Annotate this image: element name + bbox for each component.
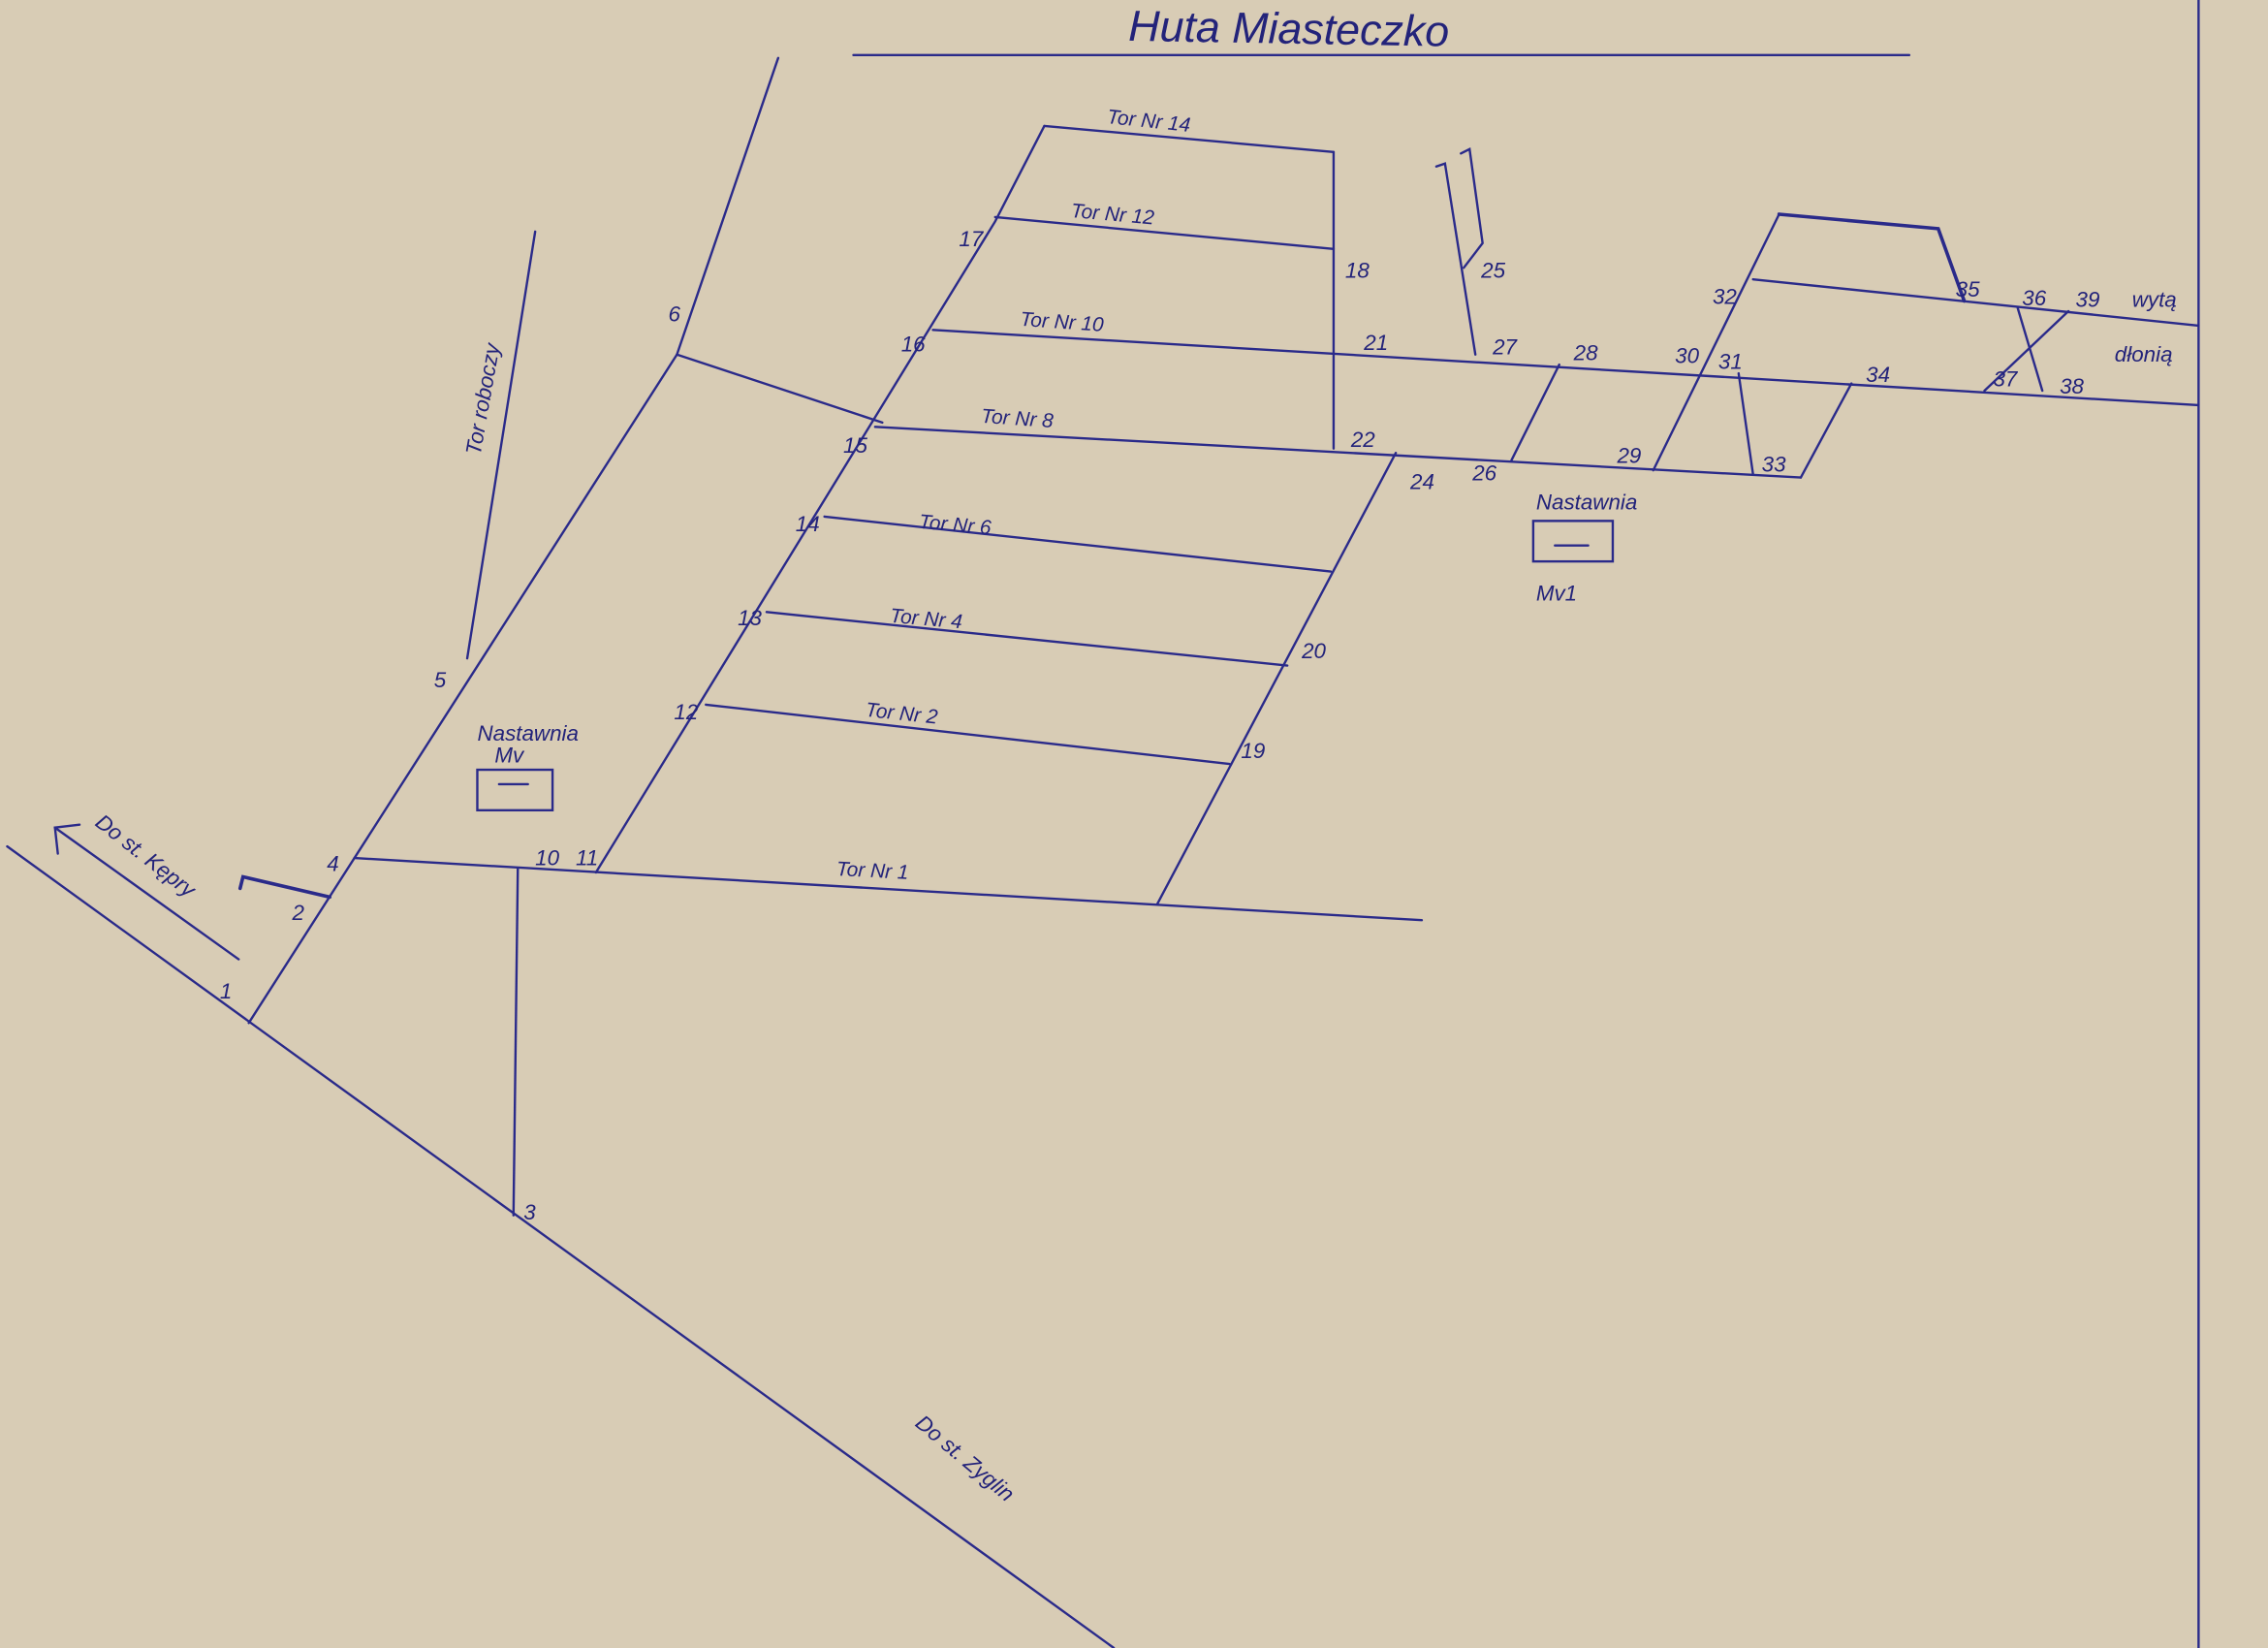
- switch-number-13: 13: [738, 606, 762, 630]
- signal-box-mv1-icon: [1531, 520, 1615, 563]
- switch-number-30: 30: [1675, 344, 1699, 368]
- kepry-arrow-line: [53, 826, 240, 961]
- direction-kepry: Do st. Kępry: [91, 809, 202, 903]
- arrow-head-icon: [53, 823, 81, 855]
- exit-label-top: wytą: [2132, 287, 2177, 311]
- track-label: Tor Nr 8: [980, 405, 1054, 432]
- switch-number-27: 27: [1492, 335, 1518, 360]
- switch-number-33: 33: [1762, 453, 1786, 477]
- switch-number-10: 10: [535, 846, 559, 871]
- switch-number-5: 5: [434, 668, 447, 692]
- switch-number-26: 26: [1471, 461, 1496, 486]
- crossover-36-38: [2016, 306, 2044, 393]
- track-nr-2: [705, 703, 1231, 766]
- switch-number-28: 28: [1573, 341, 1598, 365]
- track-1-6: [247, 353, 678, 1025]
- track-nr-4: [765, 611, 1289, 667]
- switch-number-11: 11: [576, 846, 598, 871]
- track-nr-1: [353, 856, 1424, 922]
- switch-number-4: 4: [327, 852, 338, 876]
- track-31-33: [1737, 371, 1754, 476]
- track-29-32: [1652, 212, 1780, 472]
- track-6-north: [676, 56, 780, 356]
- track-nr-8: [873, 426, 1803, 479]
- signal-box-mv-name: Nastawnia: [477, 721, 578, 745]
- track-19-24: [1155, 452, 1398, 906]
- track-nr-6: [823, 515, 1333, 573]
- signal-box-mv1-name: Nastawnia: [1536, 490, 1637, 514]
- switch-number-1: 1: [220, 979, 232, 1003]
- switch-number-24: 24: [1409, 470, 1434, 494]
- work-track-label: Tor roboczy: [461, 340, 505, 457]
- switch-number-6: 6: [668, 301, 680, 326]
- switch-number-32: 32: [1713, 285, 1737, 309]
- track-label: Tor Nr 10: [1020, 308, 1105, 336]
- switch-number-22: 22: [1350, 428, 1375, 452]
- switch-number-16: 16: [901, 333, 926, 357]
- switch-number-20: 20: [1301, 639, 1326, 663]
- track-nr-10: [931, 329, 2200, 407]
- crossover-39-37: [1983, 309, 2070, 393]
- page-title: Huta Miasteczko: [1128, 2, 1450, 56]
- switch-number-14: 14: [796, 512, 820, 536]
- signal-box-mv1-code: Mv1: [1536, 581, 1577, 605]
- switch-number-34: 34: [1866, 363, 1890, 387]
- switch-number-29: 29: [1616, 444, 1641, 468]
- switch-number-37: 37: [1993, 367, 2018, 392]
- spur-2: [237, 874, 332, 900]
- track-32-39: [1751, 277, 2200, 328]
- switch-number-21: 21: [1363, 331, 1388, 355]
- track-lines: [6, 0, 2200, 1648]
- spur-25-branch: [1460, 147, 1484, 269]
- switch-number-19: 19: [1241, 739, 1265, 763]
- signal-box-mv-icon: [476, 768, 554, 812]
- track-label: Tor Nr 1: [835, 858, 909, 884]
- switch-number-15: 15: [843, 433, 867, 458]
- track-nr-12: [993, 215, 1336, 250]
- switch-number-2: 2: [291, 901, 304, 925]
- track-34-33: [1799, 382, 1853, 479]
- switch-number-35: 35: [1956, 277, 1980, 301]
- switch-number-36: 36: [2022, 286, 2046, 310]
- track-11-17: [594, 124, 1046, 874]
- signal-box-mv-code: Mv: [494, 744, 525, 768]
- track-label: Tor Nr 4: [889, 605, 962, 633]
- track-label: Tor Nr 6: [918, 511, 992, 539]
- work-track-line: [465, 230, 537, 660]
- switch-number-3: 3: [523, 1200, 536, 1224]
- switch-number-38: 38: [2060, 374, 2084, 398]
- switch-number-39: 39: [2076, 287, 2100, 311]
- track-nr-14: [1043, 124, 1336, 153]
- main-line-zyglin: [6, 844, 1116, 1648]
- exit-label-bottom: dłonią: [2115, 342, 2173, 366]
- direction-zyglin: Do st. Zyglin: [911, 1410, 1019, 1506]
- switch-number-18: 18: [1345, 259, 1370, 283]
- track-26-28: [1510, 363, 1560, 461]
- switch-number-12: 12: [674, 700, 698, 724]
- loop-32-35: [1777, 212, 1967, 303]
- switch-number-25: 25: [1480, 259, 1505, 283]
- track-3: [512, 867, 520, 1217]
- switch-number-31: 31: [1718, 350, 1743, 374]
- track-6-15: [676, 353, 884, 425]
- switch-number-17: 17: [959, 227, 984, 251]
- spur-25: [1434, 162, 1477, 356]
